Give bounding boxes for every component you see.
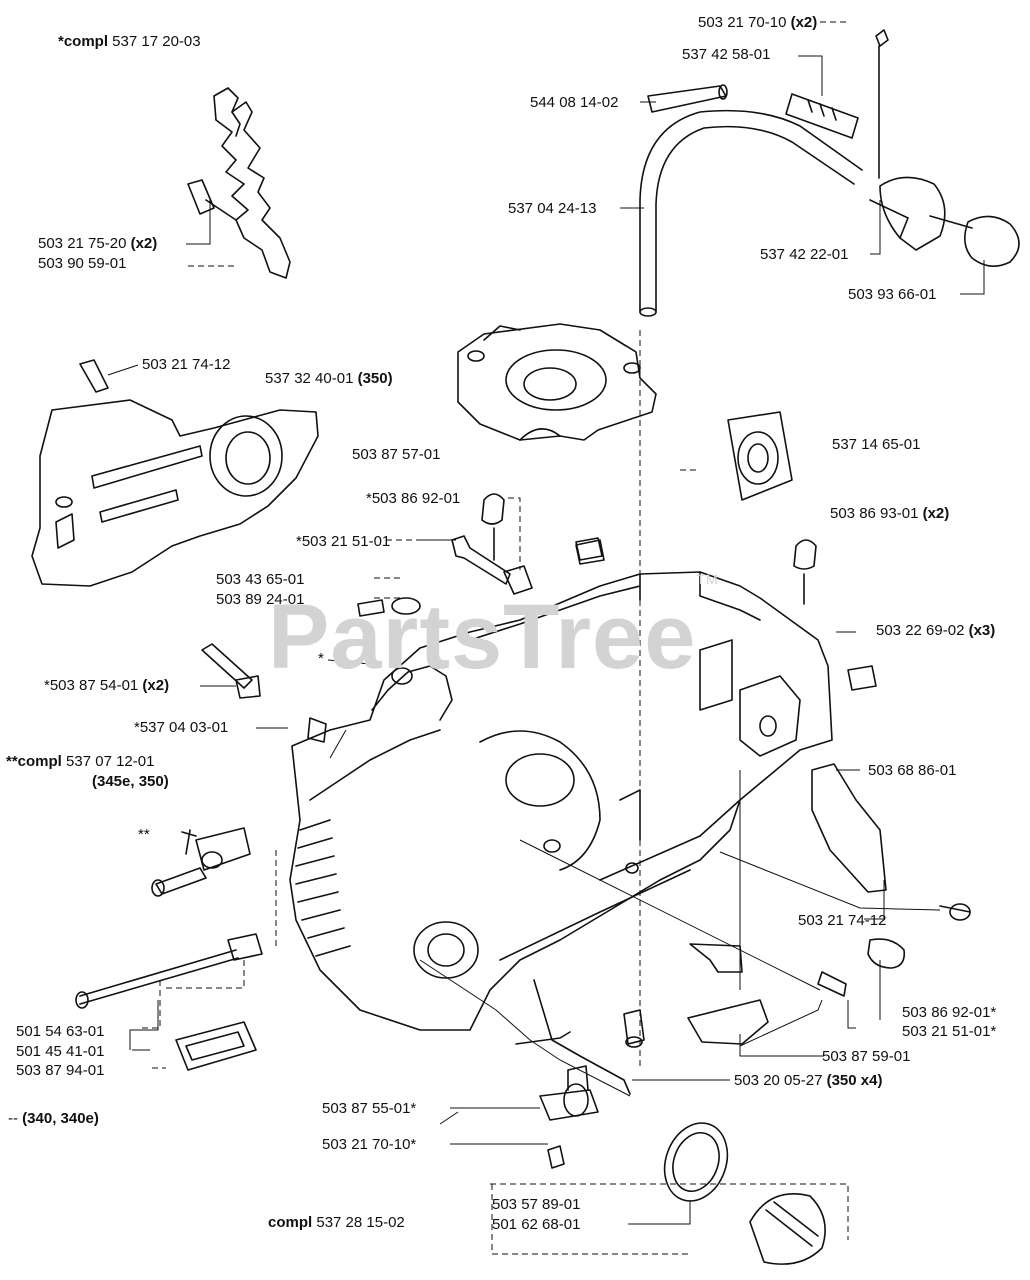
part-label-537-32-40-01[interactable]: 537 32 40-01 (350) (265, 370, 393, 387)
part-label-537-04-24-13[interactable]: 537 04 24-13 (508, 200, 597, 217)
part-label-503-43-65-01[interactable]: 503 43 65-01 (216, 571, 305, 588)
part-label-star-single[interactable]: * (318, 650, 324, 667)
part-label-503-68-86-01[interactable]: 503 68 86-01 (868, 762, 957, 779)
part-label-503-87-55-01[interactable]: 503 87 55-01* (322, 1100, 417, 1117)
part-label-compl-537-17-20-03[interactable]: *compl 537 17 20-03 (58, 33, 201, 50)
part-label-501-54-63-01[interactable]: 501 54 63-01 (16, 1023, 105, 1040)
part-label-503-86-92-01-b[interactable]: 503 86 92-01* (902, 1004, 997, 1021)
guard-plate-part (811, 763, 971, 969)
part-label-537-04-03-01[interactable]: *537 04 03-01 (134, 719, 229, 736)
part-label-345e-350[interactable]: (345e, 350) (92, 773, 169, 790)
lower-center-parts (515, 943, 847, 1095)
small-fastener-parts (201, 493, 877, 743)
part-label-503-87-57-01[interactable]: 503 87 57-01 (352, 446, 441, 463)
part-label-503-93-66-01[interactable]: 503 93 66-01 (848, 286, 937, 303)
part-label-503-90-59-01[interactable]: 503 90 59-01 (38, 255, 127, 272)
chain-tensioner-part (75, 827, 263, 1071)
part-label-544-08-14-02[interactable]: 544 08 14-02 (530, 94, 619, 111)
part-label-503-21-74-12-right[interactable]: 503 21 74-12 (798, 912, 887, 929)
filter-adapter-part (575, 539, 605, 565)
part-label-503-22-69-02[interactable]: 503 22 69-02 (x3) (876, 622, 996, 639)
part-label-501-45-41-01[interactable]: 501 45 41-01 (16, 1043, 105, 1060)
part-label-503-86-93-01[interactable]: 503 86 93-01 (x2) (830, 505, 950, 522)
oil-cap-part (663, 1122, 826, 1265)
part-label-537-42-22-01[interactable]: 537 42 22-01 (760, 246, 849, 263)
cylinder-shroud-part (457, 323, 657, 441)
part-label-503-87-54-01[interactable]: *503 87 54-01 (x2) (44, 677, 170, 694)
watermark-tm: TM (696, 571, 719, 588)
part-label-537-14-65-01[interactable]: 537 14 65-01 (832, 436, 921, 453)
part-label-501-62-68-01[interactable]: 501 62 68-01 (492, 1216, 581, 1233)
part-label-503-21-51-01-star[interactable]: *503 21 51-01 (296, 533, 391, 550)
crankcase-body-part (289, 571, 833, 1031)
part-label-503-21-74-12-top[interactable]: 503 21 74-12 (142, 356, 231, 373)
part-label-503-89-24-01[interactable]: 503 89 24-01 (216, 591, 305, 608)
part-label-503-21-70-10-bottom[interactable]: 503 21 70-10* (322, 1136, 417, 1153)
primer-bulb-part (869, 29, 1020, 267)
fuel-hose-part (639, 84, 863, 317)
solid-leader-lines (107, 55, 985, 1225)
part-label-compl-537-07-12-01[interactable]: **compl 537 07 12-01 (6, 753, 155, 770)
part-label-503-86-92-01-star[interactable]: *503 86 92-01 (366, 490, 461, 507)
part-label-503-21-75-20[interactable]: 503 21 75-20 (x2) (38, 235, 158, 252)
part-label-503-57-89-01[interactable]: 503 57 89-01 (492, 1196, 581, 1213)
part-label-503-20-05-27[interactable]: 503 20 05-27 (350 x4) (734, 1072, 883, 1089)
part-label-double-star[interactable]: ** (138, 826, 150, 843)
parts-tree-watermark: PartsTreeTM (268, 571, 719, 690)
bumper-spike-part (187, 87, 291, 279)
watermark-text: PartsTree (268, 586, 697, 688)
part-label-503-21-70-10-top[interactable]: 503 21 70-10 (x2) (698, 14, 818, 31)
part-label-340-340e[interactable]: -- (340, 340e) (8, 1110, 99, 1127)
oil-pump-part (539, 1065, 599, 1169)
part-label-503-21-51-01-b[interactable]: 503 21 51-01* (902, 1023, 997, 1040)
breather-valve-part (785, 93, 859, 139)
part-label-503-87-94-01[interactable]: 503 87 94-01 (16, 1062, 105, 1079)
side-cover-part (31, 359, 319, 587)
part-label-537-42-58-01[interactable]: 537 42 58-01 (682, 46, 771, 63)
part-label-compl-537-28-15-02[interactable]: compl 537 28 15-02 (268, 1214, 405, 1231)
part-label-503-87-59-01[interactable]: 503 87 59-01 (822, 1048, 911, 1065)
dashed-leader-lines (140, 21, 849, 1255)
air-filter-part (727, 411, 793, 501)
